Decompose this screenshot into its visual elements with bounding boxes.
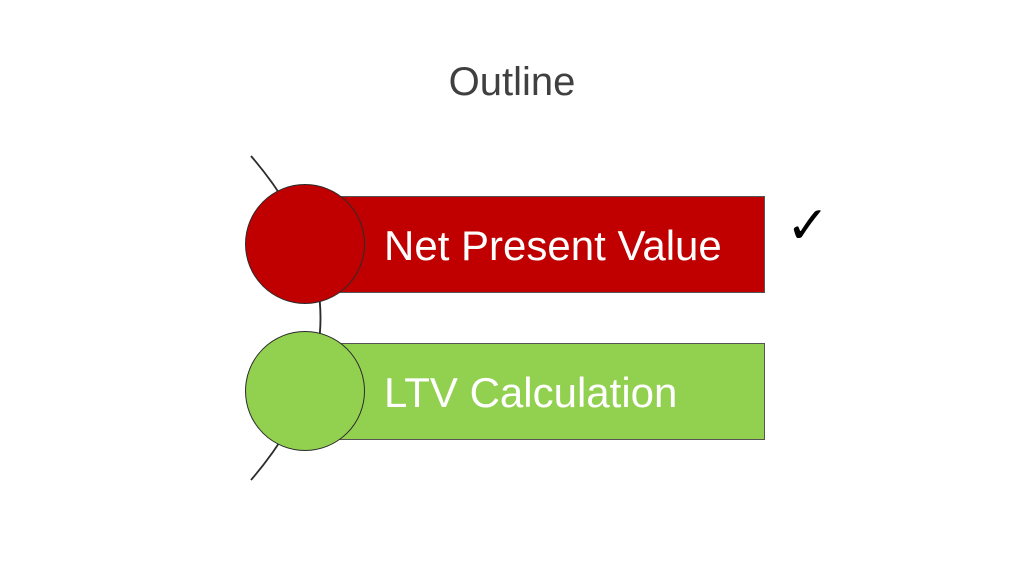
outline-item-label: Net Present Value (384, 222, 722, 269)
outline-item-label: LTV Calculation (384, 369, 678, 416)
page-title: Outline (448, 60, 576, 104)
item-marker-circle (245, 331, 365, 451)
outline-item-ltv[interactable]: LTV Calculation (305, 343, 765, 440)
outline-item-npv[interactable]: Net Present Value (305, 196, 765, 293)
check-icon: ✓ (786, 196, 830, 256)
item-marker-circle (245, 184, 365, 304)
